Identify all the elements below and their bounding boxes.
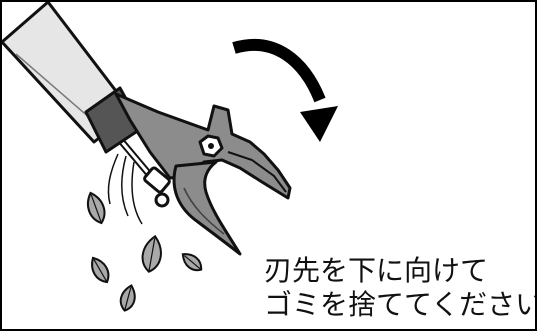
instruction-line-1: 刃先を下に向けて xyxy=(264,254,489,287)
leaf xyxy=(141,234,162,273)
pruner-lower-jaw xyxy=(172,160,242,256)
leaf xyxy=(91,256,110,284)
rotation-arrow-icon xyxy=(232,38,338,142)
motion-lines xyxy=(107,153,143,225)
instruction-line-2: ゴミを捨ててください。 xyxy=(264,288,535,321)
leaf xyxy=(119,284,136,312)
falling-leaves-icon xyxy=(87,191,203,312)
leaf xyxy=(181,253,203,272)
instruction-caption: 刃先を下に向けて ゴミを捨ててください。 xyxy=(264,254,535,322)
pivot-bolt xyxy=(198,134,224,158)
linkage xyxy=(143,166,171,208)
leaf xyxy=(87,191,106,225)
